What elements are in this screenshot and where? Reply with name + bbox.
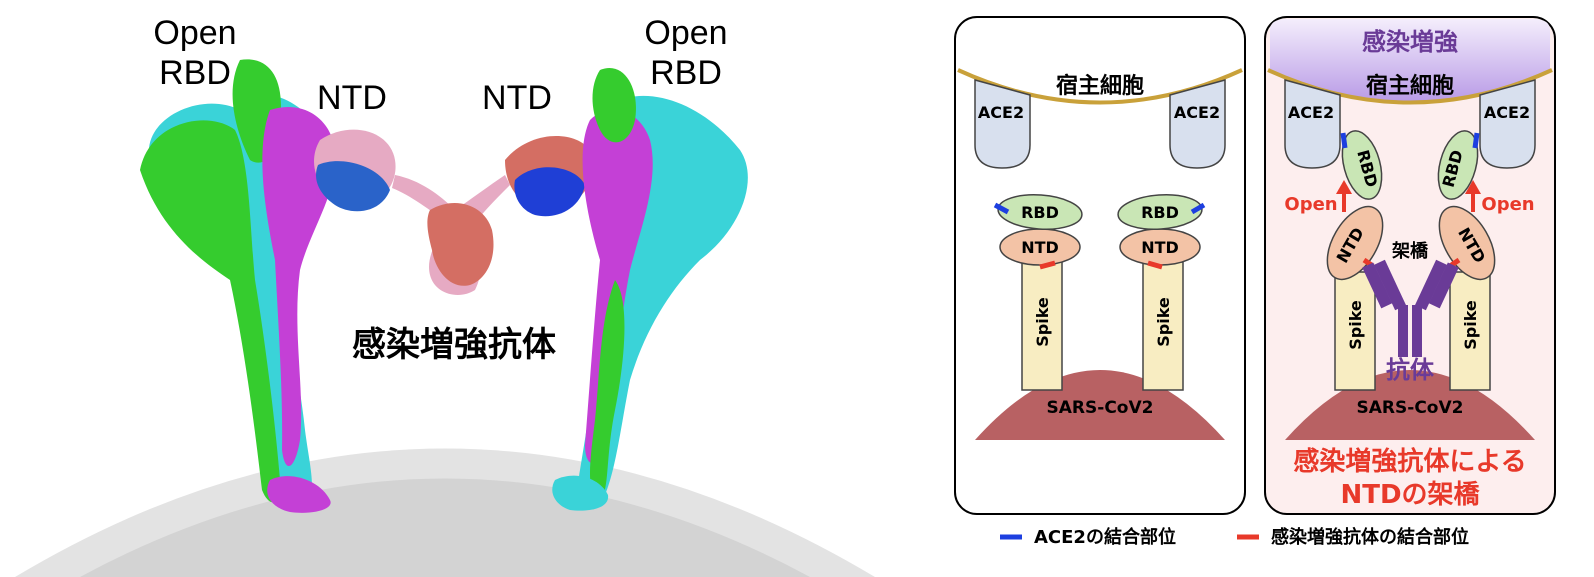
host-cell-label-2: 宿主細胞: [1366, 73, 1454, 99]
label-ntd-left: NTD: [317, 79, 387, 117]
antibody-salmon: [427, 202, 494, 286]
open-label-right: Open: [1481, 194, 1534, 215]
ace2-label-right: ACE2: [1174, 103, 1220, 122]
cell-membrane-inner: [80, 478, 810, 577]
host-cell-band: [1270, 19, 1550, 103]
host-cell-membrane-2: [1267, 68, 1553, 105]
rbd-right-2: [1437, 130, 1479, 200]
ace2-label-left-2: ACE2: [1288, 103, 1334, 122]
host-cell-label: 宿主細胞: [1056, 73, 1144, 99]
antibody-shape: [1362, 259, 1459, 357]
bridge-label: 架橋: [1392, 240, 1429, 262]
host-cell-membrane: [957, 68, 1243, 105]
foot-right: [552, 475, 609, 511]
virus-label: SARS-CoV2: [1047, 398, 1154, 418]
ace2-receptor-right-2: [1479, 79, 1536, 169]
spike-stalk-right-2: [1449, 271, 1491, 391]
spike-stalk-left-2: [1334, 271, 1376, 391]
spike-label-left: Spike: [1033, 297, 1052, 347]
ace2-site-right: [1190, 202, 1206, 215]
open-arrowhead-right: [1465, 180, 1481, 194]
ace2-label-right-2: ACE2: [1484, 103, 1530, 122]
molecular-structure: Open RBD NTD NTD Open RBD 感染増強抗体: [15, 14, 875, 577]
panel-enhanced-title: 感染増強: [1362, 28, 1458, 56]
ace2-receptor-left: [974, 79, 1031, 169]
ntd-label-right: NTD: [1141, 238, 1179, 257]
ntd-label-left: NTD: [1021, 238, 1059, 257]
spike-trimer-left: [140, 59, 336, 511]
label-enhancing-antibody: 感染増強抗体: [352, 325, 556, 365]
rbd-label-left: RBD: [1021, 203, 1059, 222]
spike-label-right: Spike: [1154, 297, 1173, 347]
spike-label-right-2: Spike: [1461, 300, 1480, 350]
ace2-site-right-2: [1472, 132, 1480, 149]
ace2-receptor-right: [1169, 79, 1226, 169]
open-label-left: Open: [1284, 194, 1337, 215]
panel-normal: 宿主細胞 ACE2 ACE2 SARS-CoV2 Spike NTD RBD S…: [954, 16, 1246, 515]
foot-left: [267, 476, 331, 513]
ace2-site-left-2: [1340, 132, 1348, 149]
label-rbd-right-2: RBD: [650, 54, 722, 92]
ace2-receptor-left-2: [1284, 79, 1341, 169]
open-arrowhead-left: [1336, 180, 1352, 194]
ace2-label-left: ACE2: [978, 103, 1024, 122]
caption-line-1: 感染増強抗体による: [1293, 446, 1526, 477]
legend: ACE2の結合部位 感染増強抗体の結合部位: [1000, 526, 1469, 548]
ntd-left-blue: [315, 161, 390, 212]
label-open-right-1: Open: [644, 14, 727, 52]
spike-trimer-right: [578, 68, 748, 506]
legend-enhancing-label: 感染増強抗体の結合部位: [1271, 526, 1469, 548]
caption-line-2: NTDの架橋: [1340, 480, 1480, 510]
label-open-left-1: Open: [153, 14, 236, 52]
label-rbd-left-2: RBD: [159, 54, 231, 92]
label-ntd-right: NTD: [482, 79, 552, 117]
ntd-right-blue: [514, 167, 585, 217]
spike-stalk-right: [1142, 261, 1184, 391]
rbd-label-right: RBD: [1141, 203, 1179, 222]
rbd-left-2: [1341, 130, 1383, 200]
antibody-label: 抗体: [1386, 356, 1435, 384]
enhancing-site-left: [1039, 260, 1056, 270]
spike-label-left-2: Spike: [1346, 300, 1365, 350]
enhancing-site-right: [1147, 260, 1163, 270]
virus-label-2: SARS-CoV2: [1357, 398, 1464, 418]
ace2-site-left: [993, 202, 1010, 215]
legend-ace2-label: ACE2の結合部位: [1034, 526, 1176, 548]
panel-enhanced: 感染増強 宿主細胞 ACE2 ACE2 SARS-CoV2 Spike Spik…: [1264, 16, 1556, 515]
